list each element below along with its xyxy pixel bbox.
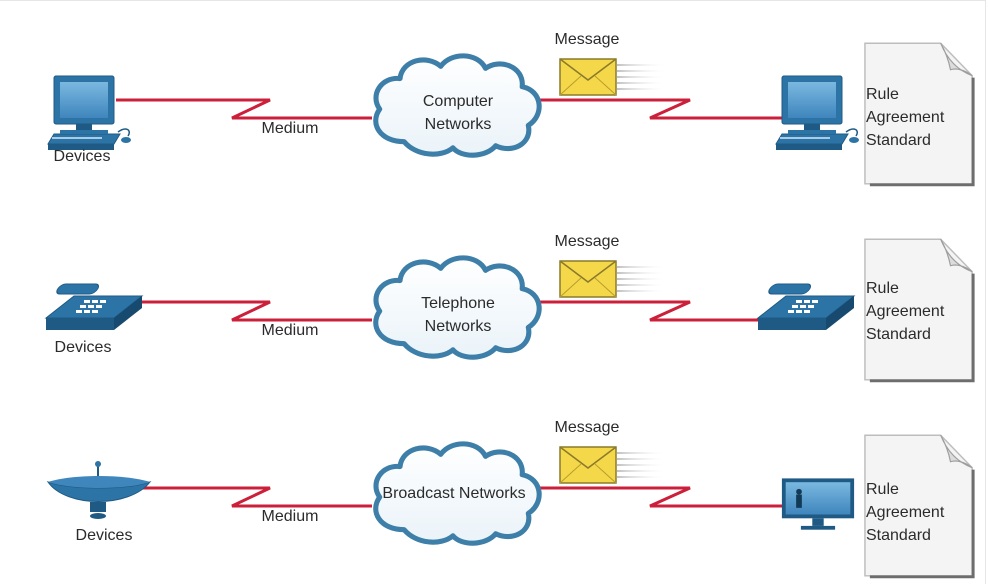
device-label: Devices (55, 339, 112, 356)
envelope-icon (559, 446, 668, 484)
rule-text: Agreement (866, 504, 945, 521)
network-label: Networks (425, 116, 492, 133)
telephone-icon (45, 283, 143, 331)
network-label: Computer (423, 93, 494, 110)
rule-text: Rule (866, 86, 899, 103)
rule-text: Rule (866, 280, 899, 297)
message-label: Message (555, 31, 620, 48)
medium-link-line (114, 300, 372, 322)
diagram-rows: DevicesMediumComputerNetworksMessageRule… (45, 31, 975, 579)
row-3: Devices Medium Broadcast Networks MessageRu… (47, 419, 975, 579)
satellite-dish-icon (47, 460, 151, 520)
network-label: Networks (425, 318, 492, 335)
envelope-icon (559, 58, 668, 96)
rule-text: Standard (866, 132, 931, 149)
television-icon (781, 478, 855, 530)
desktop-computer-icon (775, 75, 860, 151)
device-label: Devices (54, 148, 111, 165)
medium-label: Medium (262, 120, 319, 137)
rule-text: Agreement (866, 109, 945, 126)
rule-text: Standard (866, 326, 931, 343)
network-link-line (540, 98, 788, 120)
network-label: Broadcast Networks (382, 485, 525, 502)
medium-link-line (116, 486, 372, 508)
envelope-icon (559, 260, 668, 298)
network-link-line (540, 300, 770, 322)
network-link-line (540, 486, 794, 508)
rule-text: Standard (866, 527, 931, 544)
network-label: Telephone (421, 295, 495, 312)
message-label: Message (555, 233, 620, 250)
desktop-computer-icon (47, 75, 132, 151)
rule-text: Rule (866, 481, 899, 498)
device-label: Devices (76, 527, 133, 544)
medium-label: Medium (262, 322, 319, 339)
telephone-icon (757, 283, 855, 331)
message-label: Message (555, 419, 620, 436)
rule-text: Agreement (866, 303, 945, 320)
medium-label: Medium (262, 508, 319, 525)
medium-link-line (116, 98, 372, 120)
